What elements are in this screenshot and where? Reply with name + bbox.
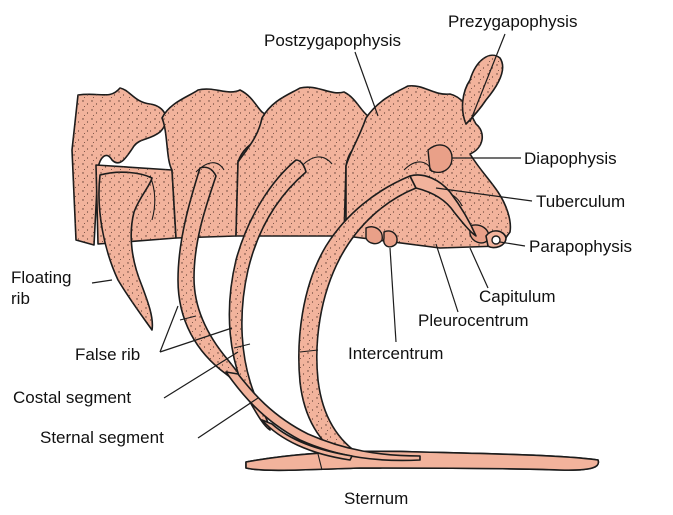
vertebra-4 bbox=[346, 86, 510, 248]
leader-capitulum bbox=[470, 248, 488, 288]
label-sternum: Sternum bbox=[344, 489, 408, 508]
label-costal-segment: Costal segment bbox=[13, 388, 131, 407]
label-diapophysis: Diapophysis bbox=[524, 149, 617, 168]
label-postzygapophysis: Postzygapophysis bbox=[264, 31, 401, 50]
leader-false-rib-a bbox=[160, 306, 178, 352]
label-false-rib: False rib bbox=[75, 345, 140, 364]
label-parapophysis: Parapophysis bbox=[529, 237, 632, 256]
label-floating-rib-line1: Floating bbox=[11, 268, 71, 287]
leader-sternal-segment bbox=[198, 398, 258, 438]
label-tuberculum: Tuberculum bbox=[536, 192, 625, 211]
sternum-bone bbox=[246, 451, 598, 470]
leader-floating-rib bbox=[92, 280, 112, 283]
label-capitulum: Capitulum bbox=[479, 287, 556, 306]
parapophysis-knob bbox=[486, 231, 506, 248]
label-intercentrum: Intercentrum bbox=[348, 344, 443, 363]
leader-pleurocentrum bbox=[436, 244, 458, 312]
label-floating-rib-line2: rib bbox=[11, 289, 30, 308]
label-sternal-segment: Sternal segment bbox=[40, 428, 164, 447]
label-prezygapophysis: Prezygapophysis bbox=[448, 12, 577, 31]
label-pleurocentrum: Pleurocentrum bbox=[418, 311, 529, 330]
leader-intercentrum bbox=[390, 248, 396, 342]
